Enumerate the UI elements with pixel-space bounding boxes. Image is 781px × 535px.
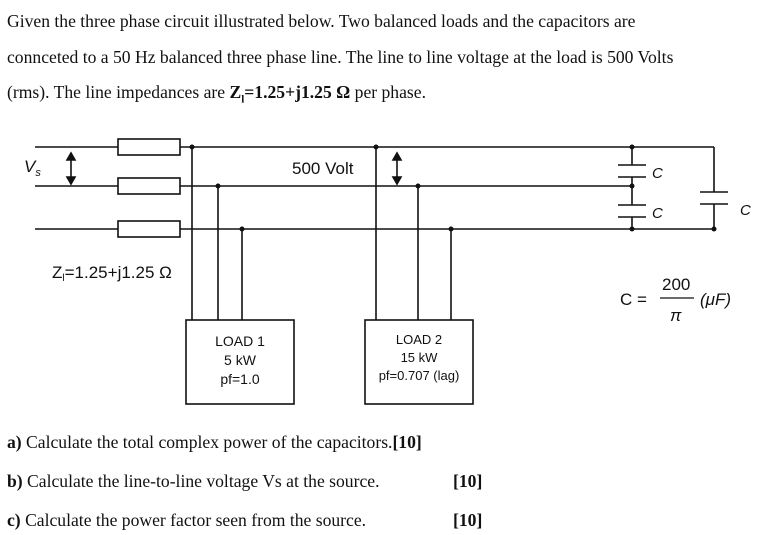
question-a-mark: [10] bbox=[392, 432, 422, 452]
load-voltage-arrow bbox=[391, 151, 403, 186]
source-voltage-arrow bbox=[65, 151, 77, 186]
line-impedance-a bbox=[117, 138, 181, 156]
problem-line-3-suffix: per phase. bbox=[350, 82, 426, 102]
question-c-mark: [10] bbox=[453, 510, 483, 530]
capacitor-label-2: C bbox=[652, 205, 663, 222]
capacitance-formula-denominator: π bbox=[670, 306, 682, 325]
problem-line-1: Given the three phase circuit illustrate… bbox=[7, 11, 636, 31]
load-2-power: 15 kW bbox=[401, 350, 439, 365]
problem-line-3: (rms). The line impedances are Zl=1.25+j… bbox=[7, 75, 777, 118]
capacitor-label-3: C bbox=[740, 202, 751, 219]
question-a: a) Calculate the total complex power of … bbox=[7, 432, 422, 452]
problem-statement: Given the three phase circuit illustrate… bbox=[7, 4, 777, 118]
load-1-power: 5 kW bbox=[224, 352, 257, 368]
question-b: b) Calculate the line-to-line voltage Vs… bbox=[7, 471, 380, 491]
question-c: c) Calculate the power factor seen from … bbox=[7, 510, 367, 530]
load-voltage-label: 500 Volt bbox=[292, 159, 354, 178]
load-2-pf: pf=0.707 (lag) bbox=[379, 368, 460, 383]
capacitance-formula-unit: (μF) bbox=[700, 290, 731, 309]
question-b-mark: [10] bbox=[453, 471, 483, 491]
problem-line-2: connceted to a 50 Hz balanced three phas… bbox=[7, 46, 674, 67]
load-2-box bbox=[364, 319, 474, 405]
impedance-symbol: Zl=1.25+j1.25 Ω bbox=[229, 82, 351, 106]
load-2-name: LOAD 2 bbox=[396, 332, 442, 347]
load-1-box bbox=[185, 319, 295, 405]
load-1-pf: pf=1.0 bbox=[220, 371, 260, 387]
source-voltage-label: Vs bbox=[24, 157, 41, 179]
line-impedance-c bbox=[117, 220, 181, 238]
capacitance-formula-lhs: C = bbox=[620, 290, 647, 309]
problem-line-3-prefix: (rms). The line impedances are bbox=[7, 82, 230, 102]
capacitor-label-1: C bbox=[652, 165, 663, 182]
line-impedance-label: Zl=1.25+j1.25 Ω bbox=[52, 263, 172, 284]
capacitance-formula-numerator: 200 bbox=[662, 275, 690, 294]
load-1-name: LOAD 1 bbox=[215, 333, 265, 349]
line-impedance-b bbox=[117, 177, 181, 195]
